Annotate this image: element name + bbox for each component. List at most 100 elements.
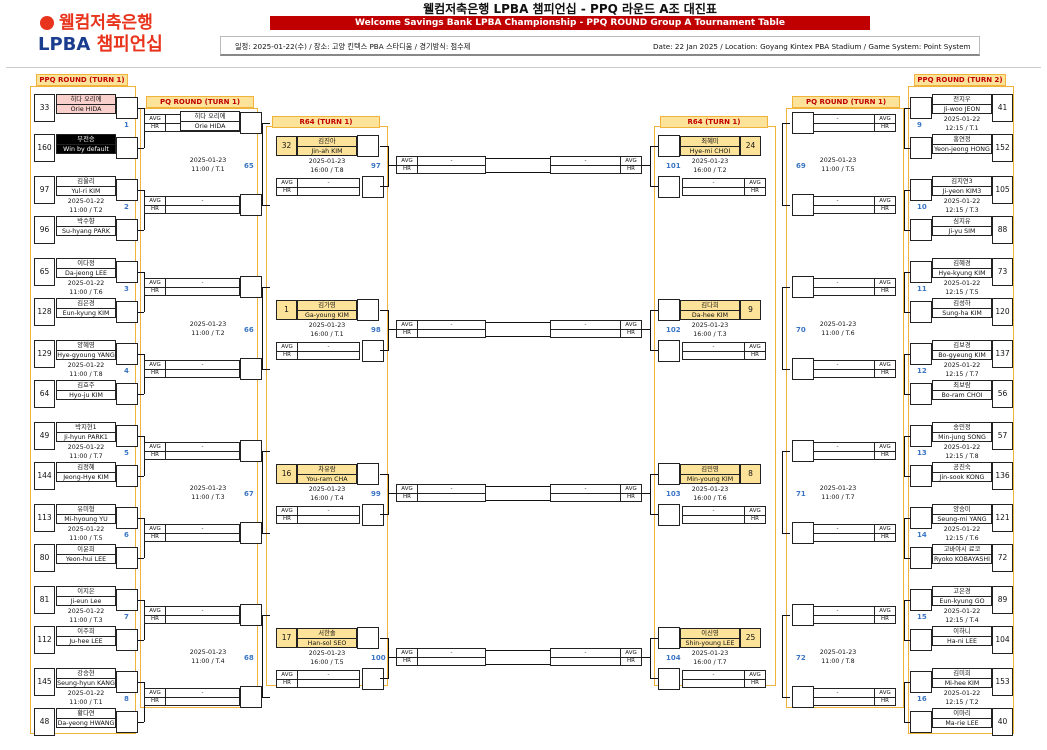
- seed-number: 96: [34, 216, 55, 244]
- player-name-en: Mi-hyoung YU: [57, 514, 115, 524]
- bracket-line: [904, 558, 910, 559]
- bracket-line: [510, 664, 550, 665]
- score-cell: [116, 301, 138, 323]
- bracket-line: [650, 474, 651, 515]
- avg-row: AVG-: [145, 197, 239, 206]
- match-number: 12: [917, 367, 927, 375]
- result-value: [166, 615, 239, 623]
- match-date: 2025-01-23: [189, 321, 227, 328]
- bracket-line: [262, 287, 263, 369]
- match-date: 2025-01-22: [943, 690, 981, 697]
- hr-row: HR: [683, 351, 765, 359]
- match-date: 2025-01-23: [308, 322, 346, 329]
- pq-result-box: AVG-HR: [144, 196, 240, 214]
- hr-label: HR: [874, 123, 895, 131]
- logo-text: 웰컴저축은행: [59, 13, 153, 33]
- score-cell: [658, 463, 680, 485]
- score-cell: [240, 112, 262, 134]
- info-bar: 일정: 2025-01-22(수) / 장소: 고양 킨텍스 PBA 스타디움 …: [220, 36, 980, 56]
- player-name-en: Hyo-ju KIM: [57, 390, 115, 400]
- seed-number: 105: [992, 176, 1013, 204]
- result-value: [683, 515, 744, 523]
- avg-row: -AVG: [801, 279, 895, 288]
- avg-row: AVG-: [145, 607, 239, 616]
- r64-column-right: [654, 126, 776, 686]
- match-number: 15: [917, 613, 927, 621]
- hr-row: HR: [801, 697, 895, 705]
- hr-row: HR: [397, 657, 485, 665]
- seed-number: 137: [992, 340, 1013, 368]
- bracket-line: [782, 123, 790, 124]
- brand-logo-top: 웰컴저축은행: [40, 8, 153, 33]
- score-cell: [116, 629, 138, 651]
- hr-row: HR: [397, 493, 485, 501]
- player-name-ko: 김민영: [701, 466, 719, 473]
- hr-row: HR: [397, 329, 485, 337]
- score-cell: [792, 686, 814, 708]
- bracket-line: [380, 474, 388, 475]
- seed-number: 80: [34, 544, 55, 572]
- score-cell: [658, 340, 680, 362]
- result-value: [166, 697, 239, 705]
- bracket-line: [904, 640, 910, 641]
- bracket-line: [388, 638, 389, 679]
- avg-row: AVG-: [277, 507, 359, 516]
- result-value: -: [201, 526, 204, 532]
- logo-lpba: LPBA: [38, 34, 91, 55]
- score-cell: [910, 261, 932, 283]
- seed-number: 24: [740, 136, 761, 156]
- bracket-line: [904, 354, 905, 394]
- seed-number: 129: [34, 340, 55, 368]
- result-value: -: [450, 486, 453, 492]
- seed-number: 73: [992, 258, 1013, 286]
- bracket-line: [904, 190, 910, 191]
- match-number: 68: [244, 654, 254, 662]
- match-number: 16: [917, 695, 927, 703]
- avg-row: -AVG: [683, 179, 765, 188]
- brand-logo-bottom: LPBA 챔피언십: [38, 30, 163, 56]
- bracket-line: [782, 697, 790, 698]
- match-time: 11:00 / T.2: [69, 207, 103, 214]
- match-date: 2025-01-22: [67, 280, 105, 287]
- bracket-line: [138, 312, 144, 313]
- bracket-line: [262, 205, 270, 206]
- player-name-en: Jeong-Hye KIM: [57, 472, 115, 482]
- result-value: -: [201, 362, 204, 368]
- bracket-line: [904, 190, 905, 230]
- avg-row: -AVG: [801, 361, 895, 370]
- score-cell: [910, 671, 932, 693]
- match-time: 16:00 / T.6: [693, 495, 727, 502]
- result-value: -: [327, 672, 330, 678]
- player-name-en: Jin-ah KIM: [298, 146, 356, 156]
- score-cell: [116, 589, 138, 611]
- match-date: 2025-01-23: [691, 322, 729, 329]
- hr-label: HR: [620, 165, 641, 173]
- bracket-line: [486, 158, 528, 159]
- match-number: 5: [124, 449, 129, 457]
- avg-label: AVG: [874, 525, 895, 533]
- match-time: 11:00 / T.1: [69, 699, 103, 706]
- bracket-line: [380, 514, 388, 515]
- info-korean: 일정: 2025-01-22(수) / 장소: 고양 킨텍스 PBA 스타디움 …: [235, 42, 471, 51]
- bracket-line: [904, 518, 905, 558]
- seed-number: 64: [34, 380, 55, 408]
- avg-row: AVG-: [145, 361, 239, 370]
- bracket-line: [650, 186, 658, 187]
- player-name-ko: 공진숙: [953, 464, 971, 471]
- score-cell: [910, 465, 932, 487]
- score-cell: [658, 627, 680, 649]
- avg-row: -AVG: [551, 157, 641, 166]
- result-value: -: [836, 362, 839, 368]
- bracket-line: [904, 436, 910, 437]
